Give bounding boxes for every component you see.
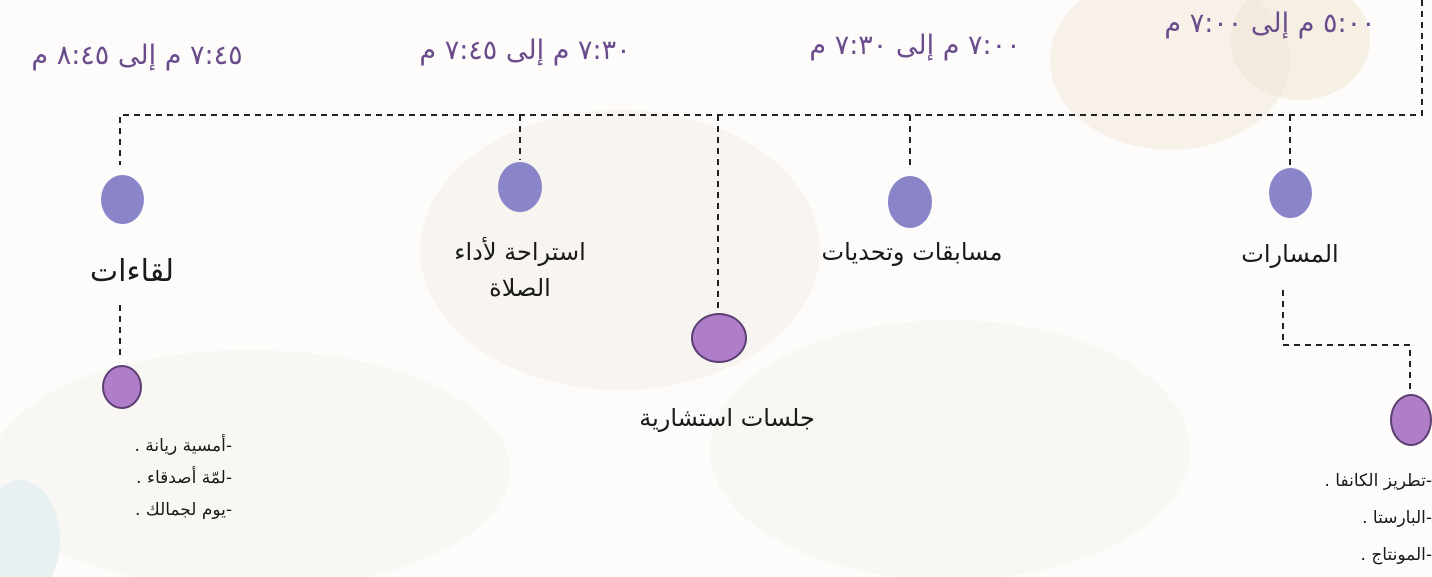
meetings-sublist-item: -أمسية ريانة . (134, 436, 232, 456)
prayer-node-dot (498, 162, 542, 212)
meetings-sublist: -أمسية ريانة . -لمّة أصدقاء . -يوم لجمال… (134, 430, 232, 526)
contests-label: مسابقات وتحديات (821, 238, 1003, 266)
consult-label: جلسات استشارية (639, 404, 815, 432)
tracks-sublist: -تطريز الكانفا . -البارستا . -المونتاج . (1325, 463, 1432, 574)
meetings-sublist-item: -يوم لجمالك . (134, 500, 232, 520)
tracks-sublist-item: -تطريز الكانفا . (1324, 471, 1432, 491)
tracks-sublist-item: -المونتاج . (1360, 545, 1432, 565)
tracks-sublist-item: -البارستا . (1362, 508, 1432, 528)
time-slot-2: ٧:٠٠ م إلى ٧:٣٠ م (809, 30, 1021, 61)
tracks-node-dot (1269, 168, 1312, 218)
meetings-sublist-item: -لمّة أصدقاء . (136, 468, 232, 488)
tracks-sub-dot (1390, 394, 1432, 446)
meetings-label: لقاءات (89, 254, 175, 289)
meetings-node-dot (101, 175, 144, 224)
prayer-label-line1: استراحة لأداء (454, 238, 586, 266)
tracks-label: المسارات (1241, 240, 1339, 268)
prayer-label: استراحة لأداء الصلاة (454, 234, 586, 306)
time-slot-4: ٧:٤٥ م إلى ٨:٤٥ م (31, 40, 243, 71)
time-slot-3: ٧:٣٠ م إلى ٧:٤٥ م (419, 35, 631, 66)
time-slot-1: ٥:٠٠ م إلى ٧:٠٠ م (1164, 8, 1376, 39)
consult-node-dot (691, 313, 747, 363)
meetings-sub-dot (102, 365, 142, 409)
contests-node-dot (888, 176, 932, 228)
prayer-label-line2: الصلاة (489, 274, 551, 302)
